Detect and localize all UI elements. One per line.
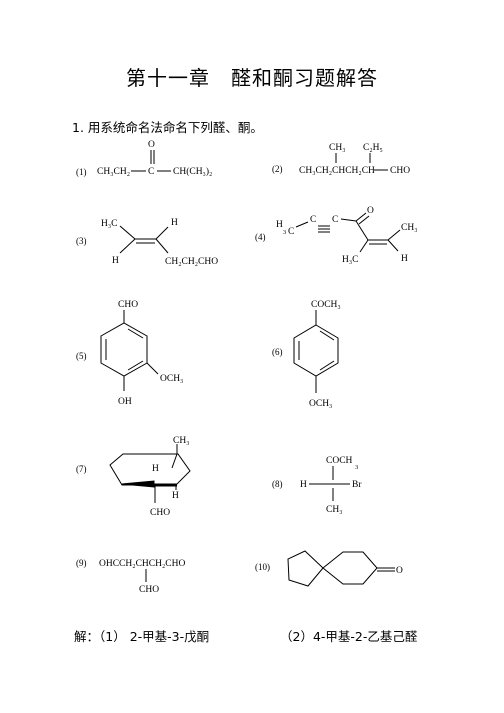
methyl-label: CH₃ (326, 505, 343, 515)
structure-5: (5) CHO OCH₃ OH (76, 300, 183, 407)
answer-1: 解：（1） 2-甲基-3-戊酮 (74, 626, 209, 645)
bromine-label: Br (352, 480, 362, 490)
oxygen-label: O (367, 206, 374, 216)
cyclohexanone-ring (322, 551, 378, 585)
bond (155, 238, 169, 254)
structure-7: (7) CH₃ H H CHO (76, 436, 191, 518)
cyclohexane-ring (109, 453, 191, 486)
hydrogen-label: H (401, 254, 408, 264)
hydrogen-label: H (112, 256, 119, 266)
ethyl-label: CH₃CH₂ (97, 167, 130, 177)
hydrogen-label: H (171, 218, 178, 228)
bond (359, 239, 369, 253)
carbonyl-bond-1 (355, 212, 367, 222)
answer-prefix: 解： (74, 629, 100, 644)
methyl-label: CH₃ (173, 436, 190, 446)
isopropyl-label: CH(CH₃)₂ (173, 166, 212, 177)
methyl-label: CH₃ (329, 143, 346, 153)
aldehyde-label: CHO (390, 166, 410, 176)
aldehyde-label: CHO (118, 300, 138, 310)
hydrogen-label-2: H (172, 491, 179, 501)
wedge-bond (121, 480, 155, 488)
bond (119, 238, 136, 254)
ethyl-label: C₂H₅ (363, 143, 383, 153)
structure-10: (10) O (255, 550, 403, 587)
methoxy-label: OCH₃ (160, 374, 183, 384)
answer-2: （2）4-甲基-2-乙基己醛 (280, 629, 418, 644)
structure-number: (1) (76, 167, 87, 177)
methyl-lower-label: H₃C (342, 255, 359, 265)
oxygen-label: O (148, 140, 155, 150)
chapter-title: 第十一章 醛和酮习题解答 (126, 66, 378, 90)
ring-double-bond (319, 360, 335, 371)
acetyl-label: COCH₃ (311, 300, 341, 310)
question-1: 1. 用系统命名法命名下列醛、酮。 (72, 120, 263, 135)
structure-number: (5) (76, 351, 87, 361)
ring-double-bond (127, 328, 144, 339)
alkyne-carbon-1: C (310, 215, 316, 225)
structure-number: (6) (272, 347, 283, 357)
ring-double-bond (127, 360, 144, 371)
hydrogen-label-1: H (152, 464, 159, 474)
structure-number: (8) (272, 479, 283, 489)
structure-number: (2) (272, 164, 283, 174)
methyl-subscript: 3 (283, 229, 286, 236)
bond (119, 225, 136, 240)
ring-double-bond (319, 330, 335, 341)
structure-9: (9) OHCCH₂CHCH₂CHO CHO (76, 558, 185, 595)
bond (146, 362, 159, 375)
structure-number: (3) (76, 236, 87, 246)
main-chain-label: CH₃CH₂CHCH₂CH (299, 166, 375, 176)
benzene-ring (100, 322, 148, 377)
structure-2: (2) CH₃ C₂H₅ CH₃CH₂CHCH₂CH CHO (272, 143, 410, 176)
aldehyde-label: CHO (150, 508, 170, 518)
bond (340, 218, 357, 222)
structure-8: (8) COCH 3 H Br CH₃ (272, 456, 362, 515)
answer-1-text: （1） 2-甲基-3-戊酮 (99, 629, 210, 644)
benzene-ring (293, 324, 339, 377)
acetyl-subscript: 3 (355, 464, 358, 471)
carbonyl-bond-2 (358, 215, 370, 225)
bond (155, 226, 169, 240)
cyclopentane-ring (287, 550, 324, 587)
methyl-h: H (276, 220, 283, 230)
structure-number: (9) (76, 558, 87, 568)
methyl-right-label: CH₃ (401, 223, 418, 233)
bond (355, 220, 369, 241)
bond (171, 453, 178, 469)
main-chain-label: OHCCH₂CHCH₂CHO (99, 559, 185, 569)
structure-4: (4) H 3 C C C O CH₃ H₃C H (255, 206, 418, 265)
structure-1: (1) O CH₃CH₂ C CH(CH₃)₂ (76, 140, 212, 177)
aldehyde-label: CHO (139, 585, 159, 595)
alkyne-carbon-2: C (332, 215, 338, 225)
hydroxyl-label: OH (118, 397, 132, 407)
structure-6: (6) COCH₃ OCH₃ (272, 300, 341, 409)
substituent-label: CH₂CH₂CHO (165, 257, 218, 267)
structure-number: (7) (76, 464, 87, 474)
methyl-c: C (288, 227, 294, 237)
bond (295, 221, 309, 228)
structure-3: (3) H₃C H H CH₂CH₂CHO (76, 218, 218, 267)
structure-number: (10) (255, 562, 270, 572)
methoxy-label: OCH₃ (309, 399, 332, 409)
methyl-label: H₃C (101, 219, 118, 229)
acetyl-label: COCH (326, 456, 353, 466)
hydrogen-label: H (300, 480, 307, 490)
carbon-label: C (148, 167, 154, 177)
bond (387, 239, 399, 252)
bond (387, 229, 401, 241)
oxygen-label: O (396, 566, 403, 576)
structure-number: (4) (255, 232, 266, 242)
